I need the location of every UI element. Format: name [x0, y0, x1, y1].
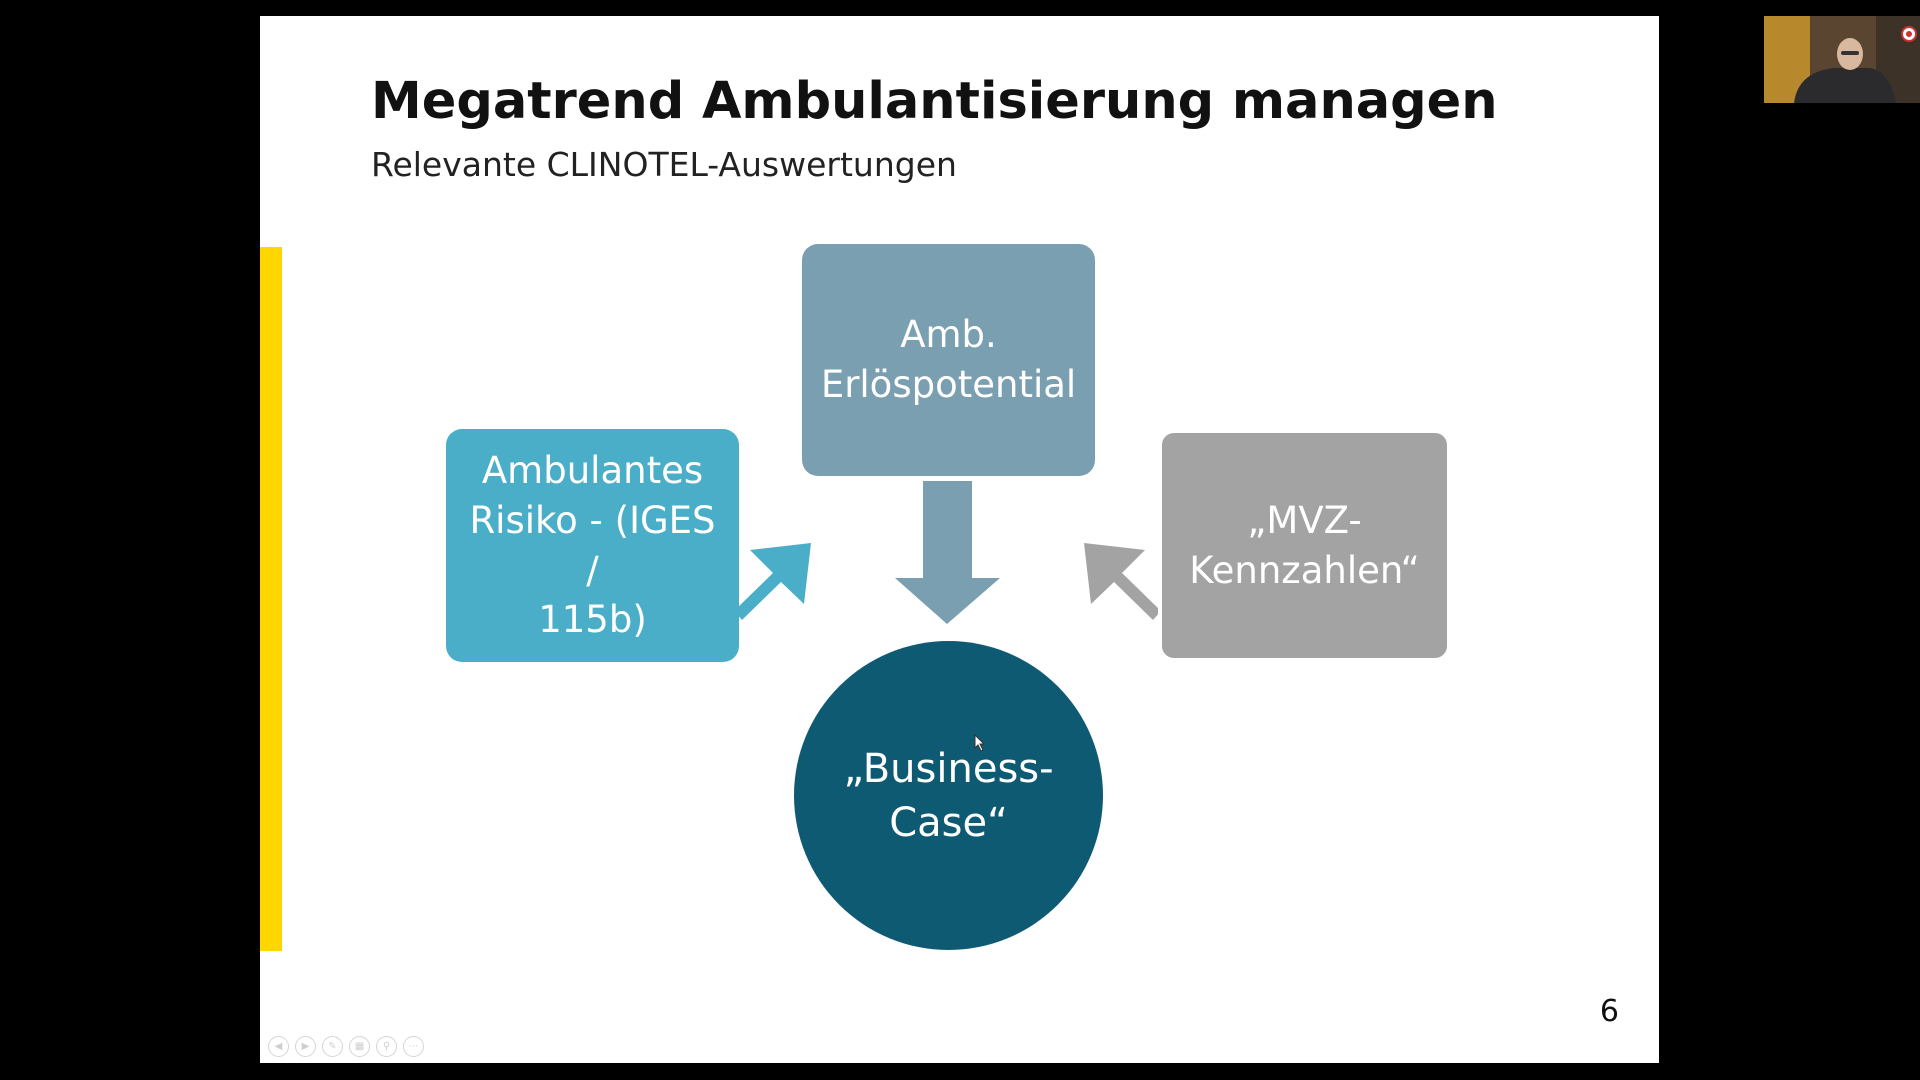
presentation-slide: Megatrend Ambulantisierung managen Relev…	[260, 16, 1659, 1063]
slides-grid-icon[interactable]: ▦	[349, 1036, 370, 1057]
slide-subtitle: Relevante CLINOTEL-Auswertungen	[371, 145, 957, 184]
mouse-cursor-icon	[974, 734, 986, 752]
node-line: Erlöspotential	[820, 363, 1077, 406]
node-business-case: „Business- Case“	[794, 641, 1103, 950]
zoom-icon[interactable]: ⚲	[376, 1036, 397, 1057]
node-line: Kennzahlen“	[1189, 548, 1420, 592]
diagram: Amb. Erlöspotential Ambulantes Risiko - …	[260, 16, 1659, 1063]
arrow-right-diagonal	[1084, 543, 1161, 620]
diagram-arrows	[734, 481, 1161, 624]
node-line: „Business-	[843, 745, 1054, 792]
node-line: „MVZ-	[1247, 498, 1362, 542]
page-number: 6	[1599, 994, 1619, 1029]
previous-icon[interactable]: ◀	[268, 1036, 289, 1057]
node-line: 115b)	[538, 598, 647, 642]
presenter-video-tile[interactable]	[1764, 16, 1920, 103]
node-ambulantes-risiko: Ambulantes Risiko - (IGES / 115b)	[446, 429, 739, 662]
slide-title: Megatrend Ambulantisierung managen	[371, 72, 1498, 131]
accent-bar	[260, 247, 282, 951]
next-icon[interactable]: ▶	[295, 1036, 316, 1057]
node-line: Ambulantes	[481, 448, 704, 492]
presenter-camera-icon	[1764, 16, 1920, 103]
node-line: Risiko - (IGES /	[469, 498, 716, 592]
slideshow-toolbar: ◀ ▶ ✎ ▦ ⚲ ⋯	[268, 1036, 424, 1057]
node-line: Amb.	[900, 313, 997, 357]
node-mvz-kennzahlen: „MVZ- Kennzahlen“	[1158, 429, 1451, 662]
pen-icon[interactable]: ✎	[322, 1036, 343, 1057]
node-line: Case“	[889, 799, 1008, 846]
more-icon[interactable]: ⋯	[403, 1036, 424, 1057]
arrow-top-down	[895, 481, 1000, 624]
node-amb-erloespotential: Amb. Erlöspotential	[802, 244, 1095, 476]
arrow-left-diagonal	[734, 543, 811, 620]
